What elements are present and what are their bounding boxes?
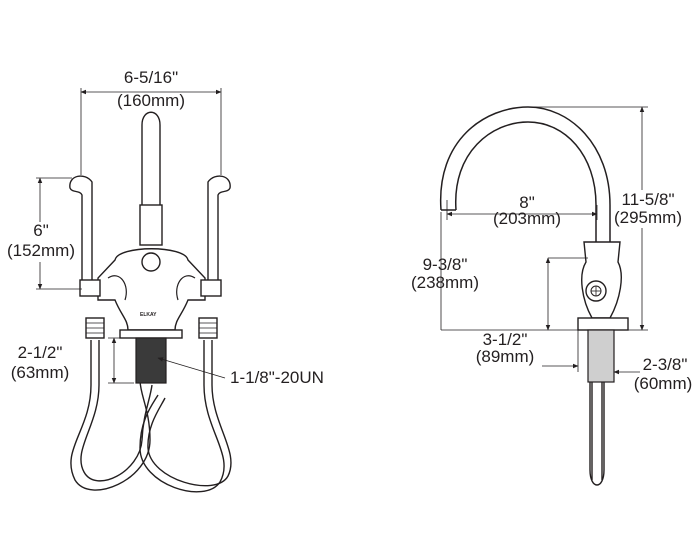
right-wrist-blade-handle (207, 175, 231, 283)
handle-height-dim-mm: (152mm) (7, 241, 75, 260)
side-shank (587, 329, 615, 383)
handle-height-dim-inches: 6" (33, 221, 49, 240)
shank-dim-inches: 2-3/8" (643, 355, 688, 374)
shank-length-dim-mm: (63mm) (11, 363, 70, 382)
base-plate (119, 329, 183, 339)
shank-dim-mm: (60mm) (634, 374, 693, 393)
shank-length-dim-inches: 2-1/2" (18, 343, 63, 362)
spout-clearance-dim-inches: 9-3/8" (423, 255, 468, 274)
side-faucet-body (581, 241, 622, 319)
base-width-dim-inches: 3-1/2" (483, 330, 528, 349)
side-view: 11-5/8" (295mm) 8" (203mm) 9-3/8" (238mm… (411, 106, 693, 486)
faucet-body (97, 248, 206, 331)
thread-callout: 1-1/8"-20UN (230, 368, 324, 387)
spout-clearance-dim-mm: (238mm) (411, 273, 479, 292)
front-view: ELKAY 6-5/16" (160mm) 6" (152mm) 2-1/2" … (7, 68, 324, 493)
threaded-shank (135, 337, 167, 384)
right-valve-nut (200, 279, 222, 297)
width-dim-inches: 6-5/16" (124, 68, 178, 87)
overall-height-dim-inches: 11-5/8" (622, 190, 675, 209)
base-width-dim-mm: (89mm) (476, 347, 535, 366)
supply-hoses (70, 317, 232, 493)
logo-text: ELKAY (140, 312, 157, 318)
side-base-plate (577, 317, 629, 331)
spout-base-cap (141, 252, 161, 272)
spout-collar (139, 204, 163, 246)
left-wrist-blade-handle (69, 175, 93, 283)
width-dim-mm: (160mm) (117, 91, 185, 110)
spout-reach-dim-inches: 8" (519, 193, 535, 212)
spout-reach-dim-mm: (203mm) (493, 209, 561, 228)
left-valve-nut (79, 279, 101, 297)
overall-height-dim-mm: (295mm) (614, 208, 682, 227)
